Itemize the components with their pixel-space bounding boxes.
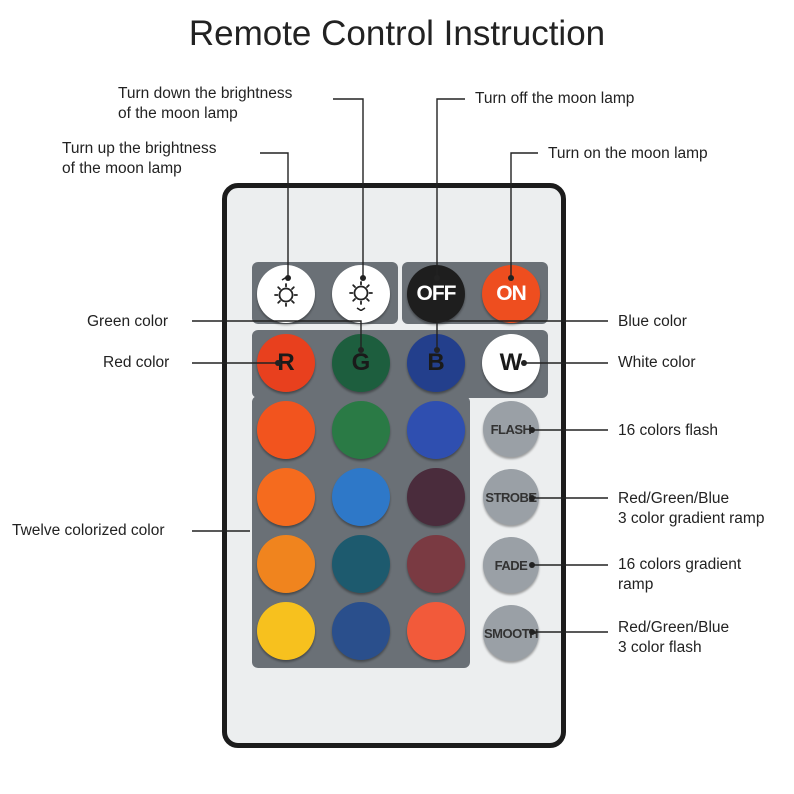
color-button-6[interactable]: [407, 468, 465, 526]
line-on: [510, 152, 538, 278]
color-button-8[interactable]: [332, 535, 390, 593]
label-strobe: Red/Green/Blue 3 color gradient ramp: [618, 489, 764, 529]
off-button[interactable]: OFF: [407, 265, 465, 323]
sun-up-icon: [274, 277, 298, 307]
color-button-7[interactable]: [257, 535, 315, 593]
label-green: Green color: [87, 313, 168, 330]
label-line: 3 color gradient ramp: [618, 510, 765, 527]
label-smooth: Red/Green/Blue 3 color flash: [618, 618, 729, 658]
label-off: Turn off the moon lamp: [475, 90, 635, 107]
label-line: ramp: [618, 576, 654, 593]
sun-down-icon: [349, 281, 373, 311]
label-line: of the moon lamp: [118, 105, 238, 122]
label-blue: Blue color: [618, 313, 687, 330]
label-line: Red/Green/Blue: [618, 619, 730, 636]
page-title: Remote Control Instruction: [188, 14, 606, 53]
label-twelve-colors: Twelve colorized color: [12, 522, 165, 539]
color-button-12[interactable]: [407, 602, 465, 660]
brightness-down-button[interactable]: [332, 265, 390, 323]
color-button-4[interactable]: [257, 468, 315, 526]
line-green: [192, 320, 362, 350]
color-button-3[interactable]: [407, 401, 465, 459]
label-line: Turn down the brightness: [118, 85, 293, 102]
label-flash: 16 colors flash: [618, 422, 718, 439]
line-brightness-down: [333, 98, 364, 278]
label-line: of the moon lamp: [62, 160, 182, 177]
color-button-5[interactable]: [332, 468, 390, 526]
fade-button[interactable]: FADE: [483, 537, 539, 593]
label-brightness-up: Turn up the brightness of the moon lamp: [62, 139, 217, 179]
line-off: [436, 98, 465, 278]
blue-button[interactable]: B: [407, 334, 465, 392]
label-white: White color: [618, 354, 696, 371]
label-on: Turn on the moon lamp: [548, 145, 708, 162]
label-brightness-down: Turn down the brightness of the moon lam…: [118, 84, 292, 124]
line-blue: [436, 320, 608, 350]
label-line: 3 color flash: [618, 639, 702, 656]
color-button-1[interactable]: [257, 401, 315, 459]
label-line: Red/Green/Blue: [618, 490, 730, 507]
white-button[interactable]: W: [482, 334, 540, 392]
label-red: Red color: [103, 354, 170, 371]
label-line: 16 colors gradient: [618, 556, 742, 573]
line-brightness-up: [260, 152, 289, 278]
brightness-up-button[interactable]: [257, 265, 315, 323]
label-line: Turn up the brightness: [62, 140, 217, 157]
color-button-10[interactable]: [257, 602, 315, 660]
color-button-9[interactable]: [407, 535, 465, 593]
color-button-11[interactable]: [332, 602, 390, 660]
color-button-2[interactable]: [332, 401, 390, 459]
label-fade: 16 colors gradient ramp: [618, 555, 741, 595]
